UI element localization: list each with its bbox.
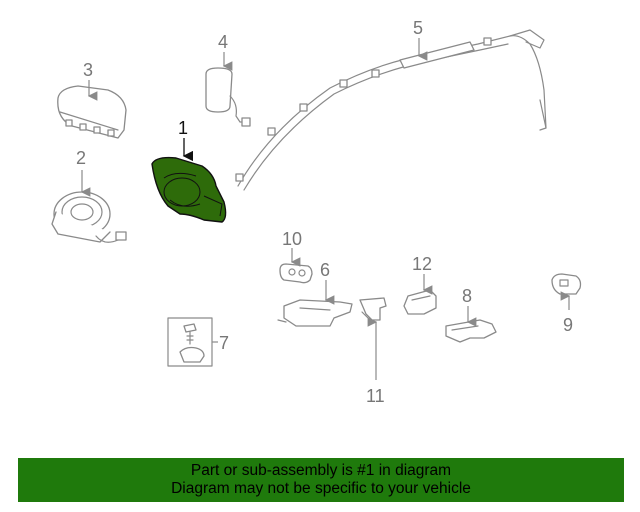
part-8-impact-sensor[interactable]	[445, 319, 497, 343]
footer-banner: Part or sub-assembly is #1 in diagram Di…	[18, 458, 624, 502]
part-1-driver-airbag[interactable]	[151, 156, 227, 223]
callout-1[interactable]: 1	[178, 118, 188, 138]
part-12-sensor[interactable]	[403, 289, 437, 315]
footer-line-1: Part or sub-assembly is #1 in diagram	[190, 462, 452, 479]
part-9-side-sensor[interactable]	[551, 273, 582, 295]
part-1-fill	[151, 156, 227, 223]
part-2-clock-spring[interactable]	[51, 191, 127, 243]
part-7-bolt-nut[interactable]	[167, 317, 213, 367]
callout-8[interactable]: 8	[462, 286, 472, 306]
callout-4[interactable]: 4	[218, 32, 228, 52]
callout-6[interactable]: 6	[320, 260, 330, 280]
part-3-passenger-airbag[interactable]	[57, 85, 127, 139]
callout-11[interactable]: 11	[366, 386, 385, 406]
callout-5[interactable]: 5	[413, 18, 423, 38]
part-10-connector[interactable]	[279, 263, 313, 284]
callout-10[interactable]: 10	[282, 229, 302, 249]
callout-7[interactable]: 7	[219, 333, 229, 353]
part-4-side-module[interactable]	[205, 67, 251, 127]
part-6-sensor-bracket[interactable]	[277, 299, 353, 327]
callout-12[interactable]: 12	[412, 254, 432, 274]
part-11-bracket[interactable]	[359, 297, 387, 321]
callout-3[interactable]: 3	[83, 60, 93, 80]
part-5-curtain-airbag[interactable]	[235, 29, 547, 191]
callout-9[interactable]: 9	[563, 315, 573, 335]
parts-diagram: 3 2 4 5 1	[51, 18, 582, 406]
footer-line-2: Diagram may not be specific to your vehi…	[171, 480, 471, 497]
callout-2[interactable]: 2	[76, 148, 86, 168]
